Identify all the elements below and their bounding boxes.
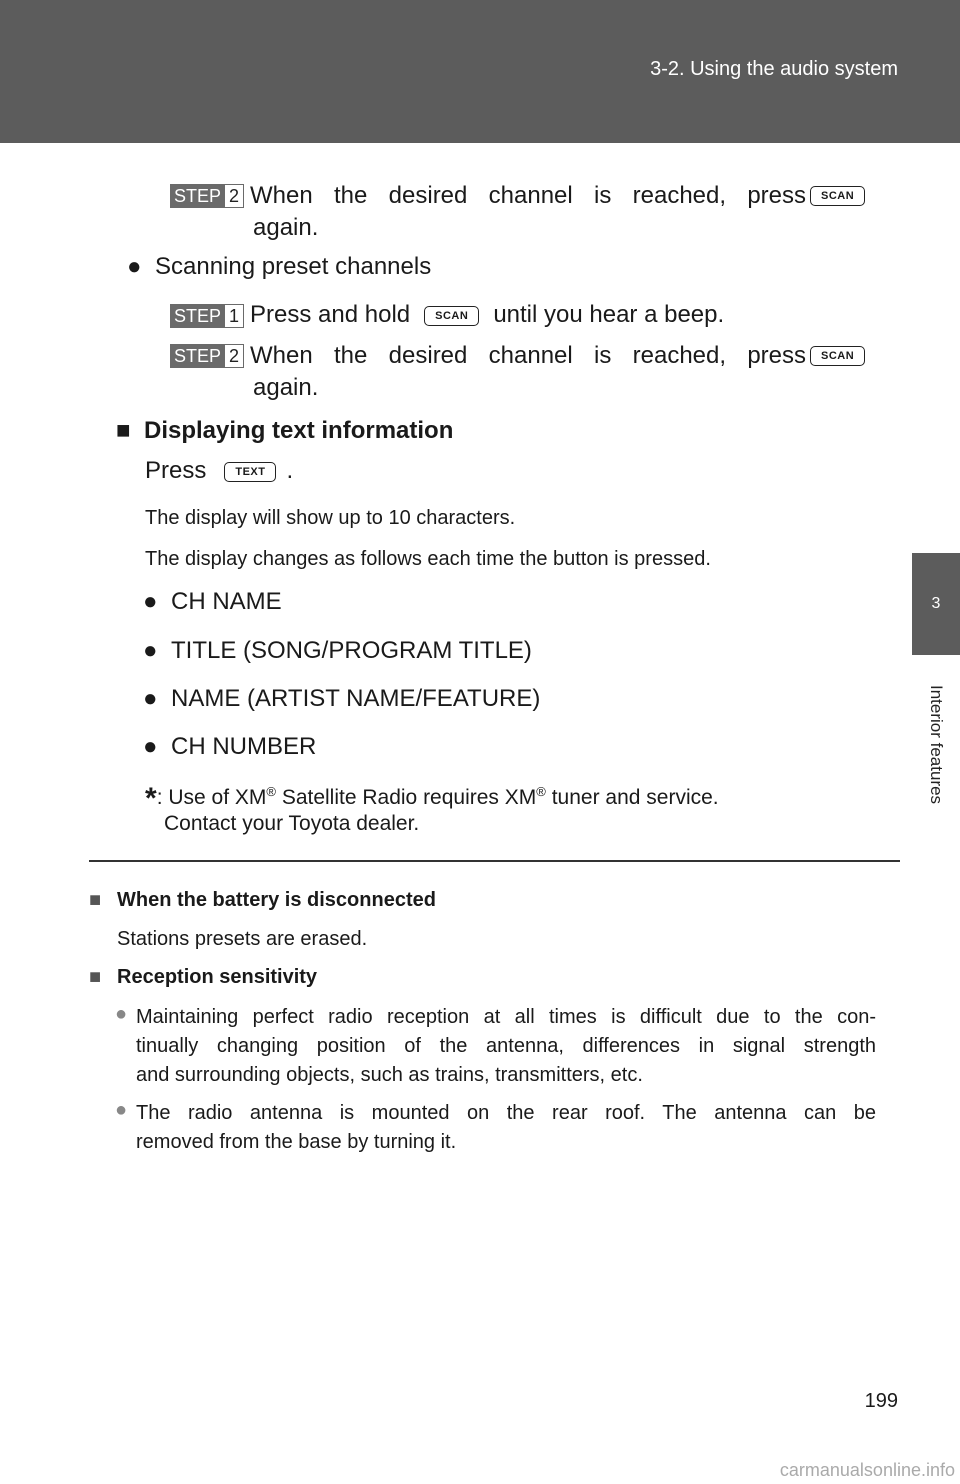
display-mode-item: ●TITLE (SONG/PROGRAM TITLE)	[143, 637, 532, 664]
note-text: and surrounding objects, such as trains,…	[136, 1064, 643, 1086]
display-mode-item: ●NAME (ARTIST NAME/FEATURE)	[143, 685, 541, 712]
chapter-number-tab: 3	[912, 553, 960, 655]
note-heading-battery: ■When the battery is disconnected	[89, 886, 436, 915]
display-mode-item: ●CH NAME	[143, 588, 282, 615]
note-text: Maintaining perfect radio reception at a…	[136, 1006, 876, 1028]
chapter-label: Interior features	[927, 685, 946, 805]
scan-key: SCAN	[810, 185, 866, 206]
asterisk-mark: *	[145, 782, 157, 815]
scan-key: SCAN	[424, 305, 480, 326]
scan-key: SCAN	[810, 345, 866, 366]
section-title: 3-2. Using the audio system	[650, 58, 898, 80]
display-mode-item: ●CH NUMBER	[143, 733, 317, 760]
scanning-preset-item: ●Scanning preset channels	[127, 253, 432, 280]
square-bullet-icon: ■	[89, 966, 102, 988]
bullet-icon: ●	[143, 588, 158, 615]
bullet-icon: ●	[143, 637, 158, 664]
note-text: The radio antenna is mounted on the rear…	[136, 1102, 876, 1124]
bullet-icon: ●	[143, 733, 158, 760]
page-header: 3-2. Using the audio system	[0, 0, 960, 143]
watermark: carmanualsonline.info	[779, 1460, 955, 1480]
bullet-icon: ●	[143, 685, 158, 712]
footnote: *: Use of XM® Satellite Radio requires X…	[145, 782, 719, 815]
divider	[89, 860, 900, 862]
note-text: tinually changing position of the antenn…	[136, 1035, 876, 1057]
display-description: The display changes as follows each time…	[145, 548, 711, 570]
step-text: When the desired channel is reached, pre…	[250, 341, 807, 369]
square-bullet-icon: ■	[89, 889, 102, 911]
bullet-icon: ●	[127, 253, 142, 280]
bullet-icon: ●	[115, 1003, 128, 1025]
step-2-continuation: again.	[253, 214, 319, 241]
note-text: Stations presets are erased.	[117, 928, 368, 950]
section-heading: ■Displaying text information	[116, 417, 454, 444]
square-bullet-icon: ■	[116, 417, 131, 444]
step-text: When the desired channel is reached, pre…	[250, 181, 807, 209]
page-number: 199	[864, 1390, 898, 1412]
note-heading-reception: ■Reception sensitivity	[89, 963, 317, 992]
text-key: TEXT	[224, 461, 277, 482]
chapter-label-tab: Interior features	[912, 655, 960, 835]
display-description: The display will show up to 10 character…	[145, 507, 516, 529]
footnote-line-2: Contact your Toyota dealer.	[164, 812, 420, 835]
note-text: removed from the base by turning it.	[136, 1131, 457, 1153]
step-2-continuation: again.	[253, 374, 319, 401]
bullet-icon: ●	[115, 1099, 128, 1121]
